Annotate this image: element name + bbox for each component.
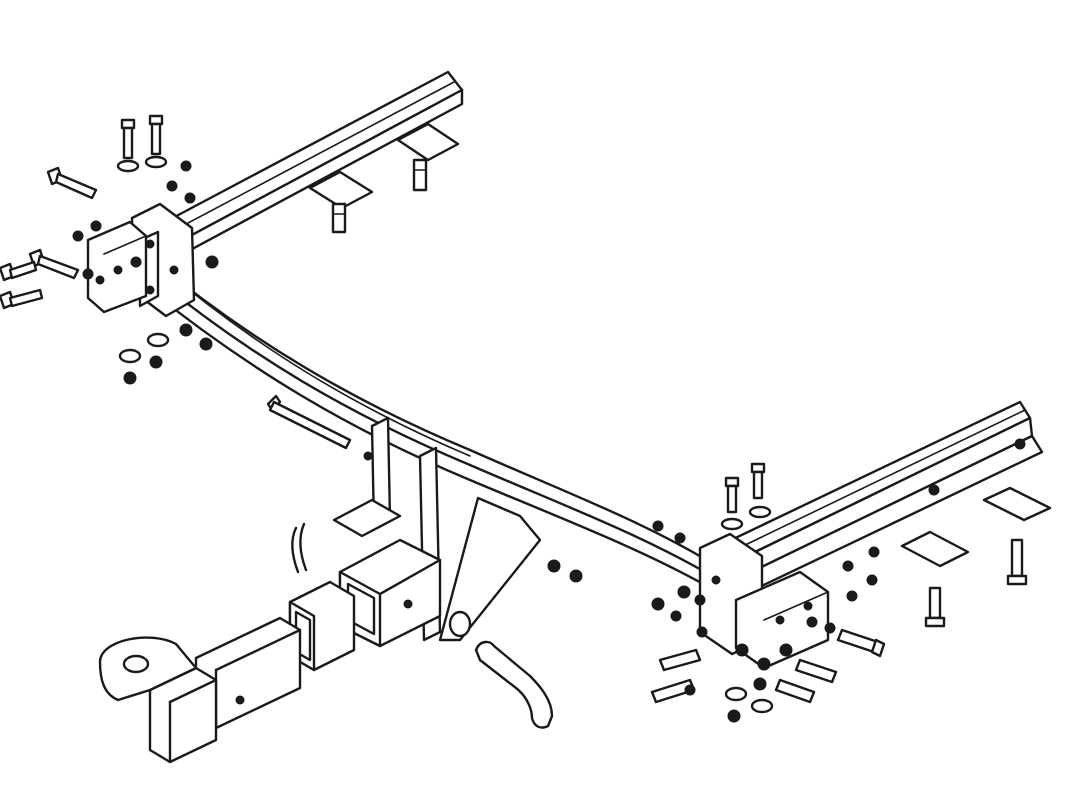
nut-icon	[1014, 438, 1026, 450]
nut-icon	[130, 256, 142, 268]
nut-icon	[651, 597, 665, 611]
bolt-icon	[0, 260, 38, 282]
nut-icon	[184, 192, 196, 204]
bolt-icon	[836, 628, 886, 658]
nut-icon	[806, 616, 818, 628]
washer-icon	[118, 348, 142, 364]
bolt-icon	[658, 648, 702, 672]
washer-icon	[144, 155, 168, 169]
left-end-plate	[130, 202, 196, 318]
nut-icon	[735, 643, 749, 657]
nut-icon	[928, 484, 940, 496]
bolt-icon	[28, 248, 80, 280]
bolt-icon	[120, 118, 136, 160]
washer-icon	[116, 159, 140, 173]
hitch-pin	[474, 640, 554, 729]
bolt-icon	[0, 288, 44, 310]
nut-icon	[199, 337, 213, 351]
bolt-icon	[46, 166, 98, 200]
left-upper-rail	[148, 70, 464, 264]
bolt-icon	[148, 114, 164, 156]
nut-icon	[677, 585, 691, 599]
washer-icon	[748, 505, 772, 519]
right-end-plate	[698, 532, 830, 670]
nut-icon	[866, 574, 878, 586]
left-bolts-group	[0, 114, 219, 385]
bolt-icon	[1006, 538, 1028, 586]
nut-icon	[846, 590, 858, 602]
washer-icon	[720, 517, 744, 531]
nut-icon	[684, 684, 696, 696]
nut-icon	[569, 569, 583, 583]
nut-icon	[727, 709, 741, 723]
nut-icon	[123, 371, 137, 385]
tow-ball-mount	[98, 616, 302, 764]
nut-icon	[696, 626, 708, 638]
nut-icon	[670, 610, 682, 622]
receiver-hitch	[338, 538, 442, 648]
nut-icon	[179, 323, 193, 337]
right-bolts-group	[650, 438, 1052, 723]
nut-icon	[72, 230, 84, 242]
nut-icon	[779, 643, 793, 657]
nut-icon	[868, 546, 880, 558]
nut-icon	[753, 677, 767, 691]
washer-icon	[146, 332, 170, 348]
center-nuts-group	[363, 451, 686, 583]
nut-icon	[824, 622, 836, 634]
bolt-icon	[750, 462, 766, 500]
nut-icon	[674, 532, 686, 544]
center-drop-bracket-left	[332, 416, 402, 538]
nut-icon	[694, 594, 706, 606]
bolt-icon	[724, 476, 740, 514]
nut-icon	[757, 657, 771, 671]
retaining-clip	[291, 522, 308, 574]
nut-icon	[90, 220, 102, 232]
left-mount-bracket	[86, 220, 148, 314]
right-rail-bracket	[900, 530, 970, 568]
nut-icon	[652, 520, 664, 532]
nut-icon	[363, 451, 373, 461]
bolt-icon	[774, 678, 816, 704]
bolt-icon	[794, 658, 838, 684]
nut-icon	[842, 560, 854, 572]
washer-icon	[724, 686, 748, 702]
nut-icon	[82, 268, 94, 280]
nut-icon	[149, 355, 163, 369]
left-rail-bracket-2	[396, 122, 460, 192]
right-upper-rail	[704, 400, 1044, 606]
right-rail-bracket	[982, 486, 1052, 522]
washer-icon	[750, 698, 774, 714]
long-bolt	[266, 394, 352, 450]
nut-icon	[180, 160, 192, 172]
nut-icon	[166, 180, 178, 192]
bolt-icon	[924, 586, 946, 628]
left-rail-bracket-1	[308, 170, 374, 234]
nut-icon	[205, 255, 219, 269]
nut-icon	[547, 559, 561, 573]
